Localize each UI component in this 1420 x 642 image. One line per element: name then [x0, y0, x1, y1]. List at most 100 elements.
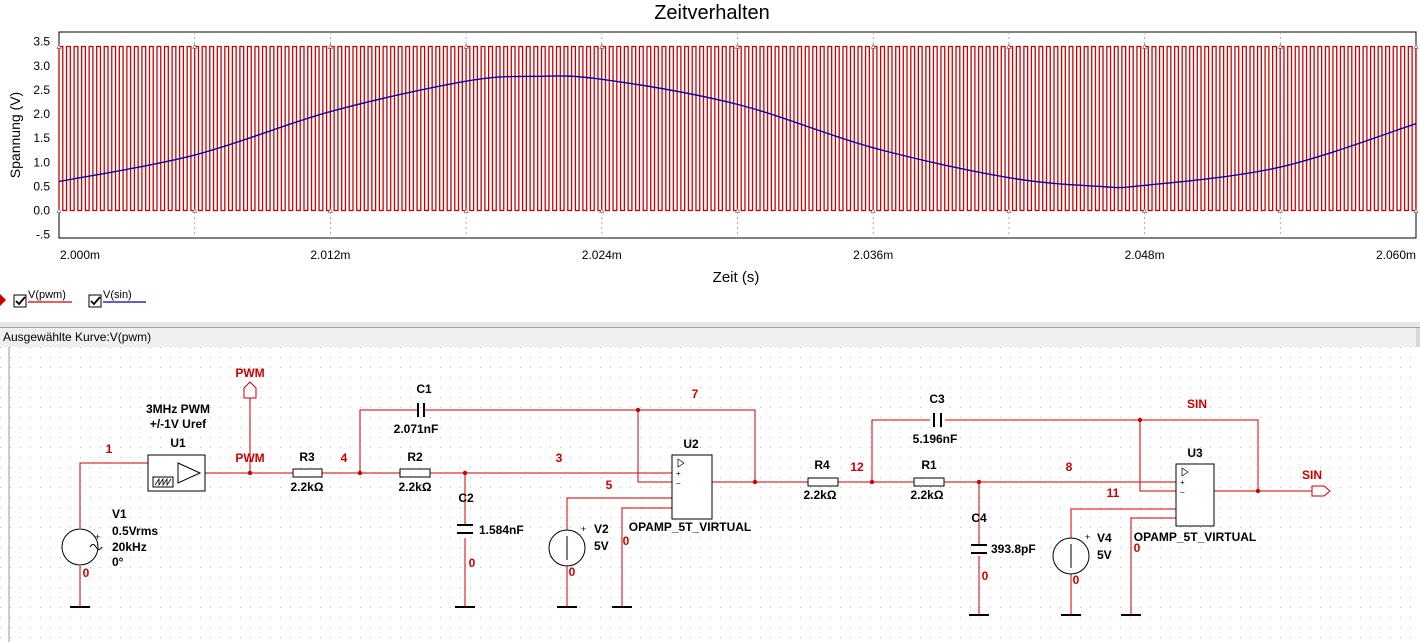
pwm-marker	[1142, 43, 1148, 49]
pwm-marker	[599, 43, 605, 49]
svg-text:5: 5	[606, 478, 613, 492]
pwm-marker	[870, 43, 876, 49]
pwm-marker	[327, 207, 333, 213]
opamp-u3[interactable]: + − U3 OPAMP_5T_VIRTUAL	[1134, 446, 1256, 544]
y-tick-label: 1.5	[33, 131, 50, 145]
legend-item-pwm[interactable]: V(pwm)	[13, 289, 72, 308]
r4-ref: R4	[814, 458, 830, 472]
c4-value: 393.8pF	[991, 542, 1036, 556]
pwm-marker	[1413, 207, 1419, 213]
check-icon	[90, 296, 101, 306]
svg-text:0: 0	[569, 565, 576, 579]
v1-frequency: 20kHz	[112, 540, 147, 554]
v2-value: 5V	[594, 539, 609, 553]
source-v2[interactable]: + V2 5V	[548, 522, 609, 567]
pwm-net-label: PWM	[235, 451, 264, 465]
r2-value: 2.2kΩ	[399, 480, 432, 494]
selected-curve-bar: Ausgewählte Kurve:V(pwm)	[0, 327, 1420, 348]
r1-value: 2.2kΩ	[911, 488, 944, 502]
r3-ref: R3	[299, 450, 315, 464]
svg-text:0: 0	[623, 534, 630, 548]
svg-text:4: 4	[341, 451, 348, 465]
r2-ref: R2	[407, 450, 423, 464]
y-tick-label: 3.0	[33, 59, 50, 73]
scrollbar-stub[interactable]	[1416, 328, 1420, 347]
x-tick-label: 2.012m	[310, 248, 350, 262]
v1-ref: V1	[112, 507, 127, 521]
svg-text:8: 8	[1066, 460, 1073, 474]
pwm-marker	[327, 43, 333, 49]
v4-ref: V4	[1097, 531, 1112, 545]
y-tick-label: 0.5	[33, 179, 50, 193]
junctions	[247, 407, 1261, 494]
u1-ref: U1	[170, 436, 186, 450]
capacitor-c1[interactable]	[410, 403, 430, 417]
wires	[79, 398, 1312, 614]
svg-text:0: 0	[1073, 573, 1080, 587]
ground-symbols	[70, 606, 1141, 616]
u3-ref: U3	[1187, 446, 1203, 460]
legend-item-sin[interactable]: V(sin)	[88, 289, 146, 308]
svg-text:1: 1	[106, 442, 113, 456]
x-tick-label: 2.000m	[60, 248, 100, 262]
pwm-marker	[192, 207, 198, 213]
v1-phase: 0°	[112, 555, 124, 569]
svg-text:0: 0	[83, 566, 90, 580]
pwm-marker	[1277, 207, 1283, 213]
opamp-u2[interactable]: + − U2 OPAMP_5T_VIRTUAL	[629, 437, 751, 534]
pwm-marker	[56, 43, 62, 49]
y-tick-label: 2.5	[33, 83, 50, 97]
selected-curve-label: Ausgewählte Kurve:V(pwm)	[3, 330, 152, 344]
panel-splitter[interactable]	[0, 322, 1420, 327]
source-v4[interactable]: + V4 5V	[1052, 531, 1112, 575]
c2-value: 1.584nF	[479, 523, 524, 537]
sin-net-label: SIN	[1187, 397, 1207, 411]
svg-text:+: +	[676, 469, 681, 478]
schematic-canvas[interactable]: PWM 3MHz PWM +/-1V Uref U1 PWM + V1 0.5V…	[0, 347, 1420, 642]
legend-label-pwm: V(pwm)	[28, 289, 66, 301]
pwm-probe-connector[interactable]: PWM	[235, 366, 265, 399]
v4-value: 5V	[1097, 548, 1112, 562]
c3-value: 5.196nF	[913, 432, 958, 446]
c1-value: 2.071nF	[394, 422, 439, 436]
svg-text:+: +	[1180, 478, 1185, 487]
x-tick-label: 2.036m	[853, 248, 893, 262]
resistor-r4[interactable]: R4 2.2kΩ	[804, 458, 839, 502]
pwm-marker	[1413, 43, 1419, 49]
pwm-generator-u1[interactable]: 3MHz PWM +/-1V Uref U1	[146, 402, 210, 492]
y-tick-label: 3.5	[33, 35, 50, 49]
c3-ref: C3	[929, 392, 945, 406]
v1-amplitude: 0.5Vrms	[112, 524, 158, 538]
capacitor-c4[interactable]	[971, 544, 987, 554]
r3-value: 2.2kΩ	[291, 480, 324, 494]
resistor-r3[interactable]: R3 2.2kΩ	[291, 450, 324, 494]
pwm-marker	[1277, 43, 1283, 49]
source-v1[interactable]: + V1 0.5Vrms 20kHz 0°	[61, 507, 158, 569]
pwm-trace	[58, 45, 1417, 212]
svg-text:7: 7	[692, 387, 699, 401]
svg-text:12: 12	[850, 460, 864, 474]
capacitor-c3[interactable]	[933, 413, 942, 427]
panel-marker-icon	[0, 294, 6, 306]
y-axis-label: Spannung (V)	[7, 92, 23, 178]
transient-chart[interactable]: Zeitverhalten 3.53.02.52.01.51.00.50.0-.…	[0, 0, 1420, 322]
y-tick-labels: 3.53.02.52.01.51.00.50.0-.5	[33, 35, 50, 242]
y-tick-label: -.5	[36, 228, 50, 242]
y-tick-label: 1.0	[33, 155, 50, 169]
sin-output-connector[interactable]: SIN	[1302, 468, 1331, 497]
series-v-pwm[interactable]	[56, 43, 1419, 213]
legend-label-sin: V(sin)	[103, 289, 132, 301]
resistor-r2[interactable]: R2 2.2kΩ	[399, 450, 432, 494]
pwm-marker	[1006, 207, 1012, 213]
x-axis-label: Zeit (s)	[713, 269, 760, 286]
v2-ref: V2	[594, 522, 609, 536]
capacitor-c2[interactable]	[457, 524, 473, 534]
resistor-r1[interactable]: R1 2.2kΩ	[911, 458, 945, 502]
pwm-subtitle: +/-1V Uref	[150, 417, 207, 431]
pwm-marker	[56, 207, 62, 213]
series-v-sin[interactable]	[58, 75, 1417, 189]
pwm-marker	[735, 207, 740, 213]
y-tick-label: 2.0	[33, 107, 50, 121]
u2-ref: U2	[683, 437, 699, 451]
